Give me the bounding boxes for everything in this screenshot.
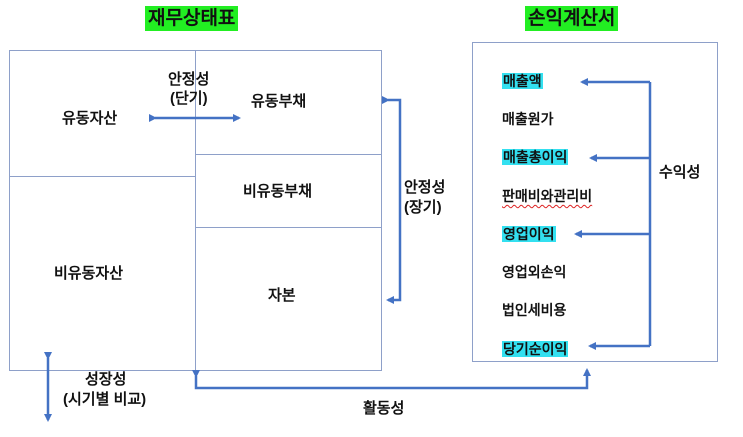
growth-label: 성장성: [85, 371, 127, 388]
non-current-assets-label: 비유동자산: [54, 265, 124, 282]
balance-sheet-title: 재무상태표: [145, 6, 239, 31]
short-term-stability-label: 안정성: [168, 71, 210, 88]
activity-label: 활동성: [363, 400, 405, 417]
non-current-liabilities-label: 비유동부채: [243, 183, 313, 200]
current-liabilities-label: 유동부채: [251, 93, 307, 110]
long-term-stability-arrow: [382, 96, 402, 304]
income-statement-box: [472, 42, 718, 362]
item-non-operating: 영업외손익: [502, 264, 567, 280]
income-statement-title: 손익계산서: [525, 6, 619, 31]
item-income-tax: 법인세비용: [502, 302, 567, 318]
equity-label: 자본: [268, 287, 296, 304]
activity-arrow: [192, 368, 591, 390]
item-operating-income: 영업이익: [502, 226, 556, 242]
item-cost-of-sales: 매출원가: [502, 111, 554, 127]
long-term-stability-sub-label: (장기): [404, 199, 442, 216]
item-sga: 판매비와관리비: [502, 188, 593, 204]
short-term-stability-sub-label: (단기): [170, 90, 208, 107]
long-term-stability-label: 안정성: [404, 179, 446, 196]
growth-sub-label: (시기별 비교): [63, 391, 147, 408]
item-net-income: 당기순이익: [502, 341, 569, 357]
item-gross-profit: 매출총이익: [502, 149, 569, 165]
current-assets-label: 유동자산: [62, 110, 118, 127]
item-revenue: 매출액: [502, 73, 543, 89]
profitability-label: 수익성: [659, 164, 701, 181]
